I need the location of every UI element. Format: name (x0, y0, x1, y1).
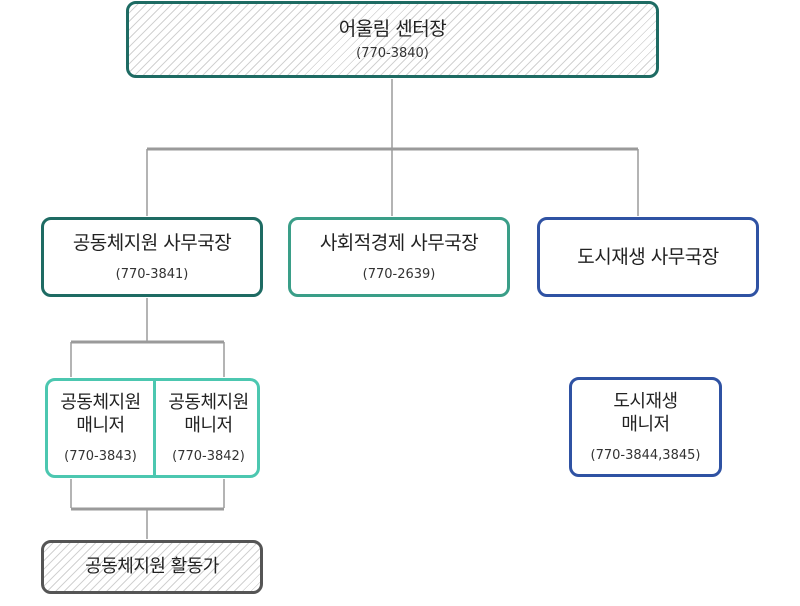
community-chief-name: 공동체지원 사무국장 (72, 232, 232, 255)
director-box: 어울림 센터장 (770-3840) (126, 1, 659, 78)
community-chief-phone: (770-3841) (115, 266, 189, 282)
social-economy-chief-phone: (770-2639) (362, 266, 436, 282)
director-phone: (770-3840) (356, 46, 429, 62)
urban-manager-title: 도시재생 (613, 391, 678, 412)
community-managers-box: 공동체지원 매니저 (770-3843) 공동체지원 매니저 (770-3842… (45, 378, 260, 478)
managers-divider (153, 381, 156, 475)
community-manager-2-phone: (770-3842) (172, 449, 245, 464)
community-activist-box: 공동체지원 활동가 (41, 540, 263, 594)
urban-regeneration-manager-box: 도시재생 매니저 (770-3844,3845) (569, 377, 722, 477)
community-manager-1: 공동체지원 매니저 (770-3843) (48, 381, 153, 475)
urban-regeneration-chief-name: 도시재생 사무국장 (577, 245, 719, 268)
community-manager-1-title: 공동체지원 (60, 392, 141, 413)
urban-manager-role: 매니저 (621, 413, 670, 435)
community-chief-box: 공동체지원 사무국장 (770-3841) (41, 217, 263, 297)
community-manager-1-role: 매니저 (76, 414, 125, 436)
community-manager-2-title: 공동체지원 (168, 392, 249, 413)
urban-regeneration-chief-box: 도시재생 사무국장 (537, 217, 759, 297)
community-manager-2: 공동체지원 매니저 (770-3842) (156, 381, 261, 475)
community-activist-name: 공동체지원 활동가 (85, 555, 219, 577)
community-manager-2-role: 매니저 (184, 414, 233, 436)
social-economy-chief-name: 사회적경제 사무국장 (319, 232, 479, 255)
social-economy-chief-box: 사회적경제 사무국장 (770-2639) (288, 217, 510, 297)
urban-manager-phone: (770-3844,3845) (590, 448, 701, 463)
community-manager-1-phone: (770-3843) (64, 449, 137, 464)
director-name: 어울림 센터장 (338, 17, 447, 40)
